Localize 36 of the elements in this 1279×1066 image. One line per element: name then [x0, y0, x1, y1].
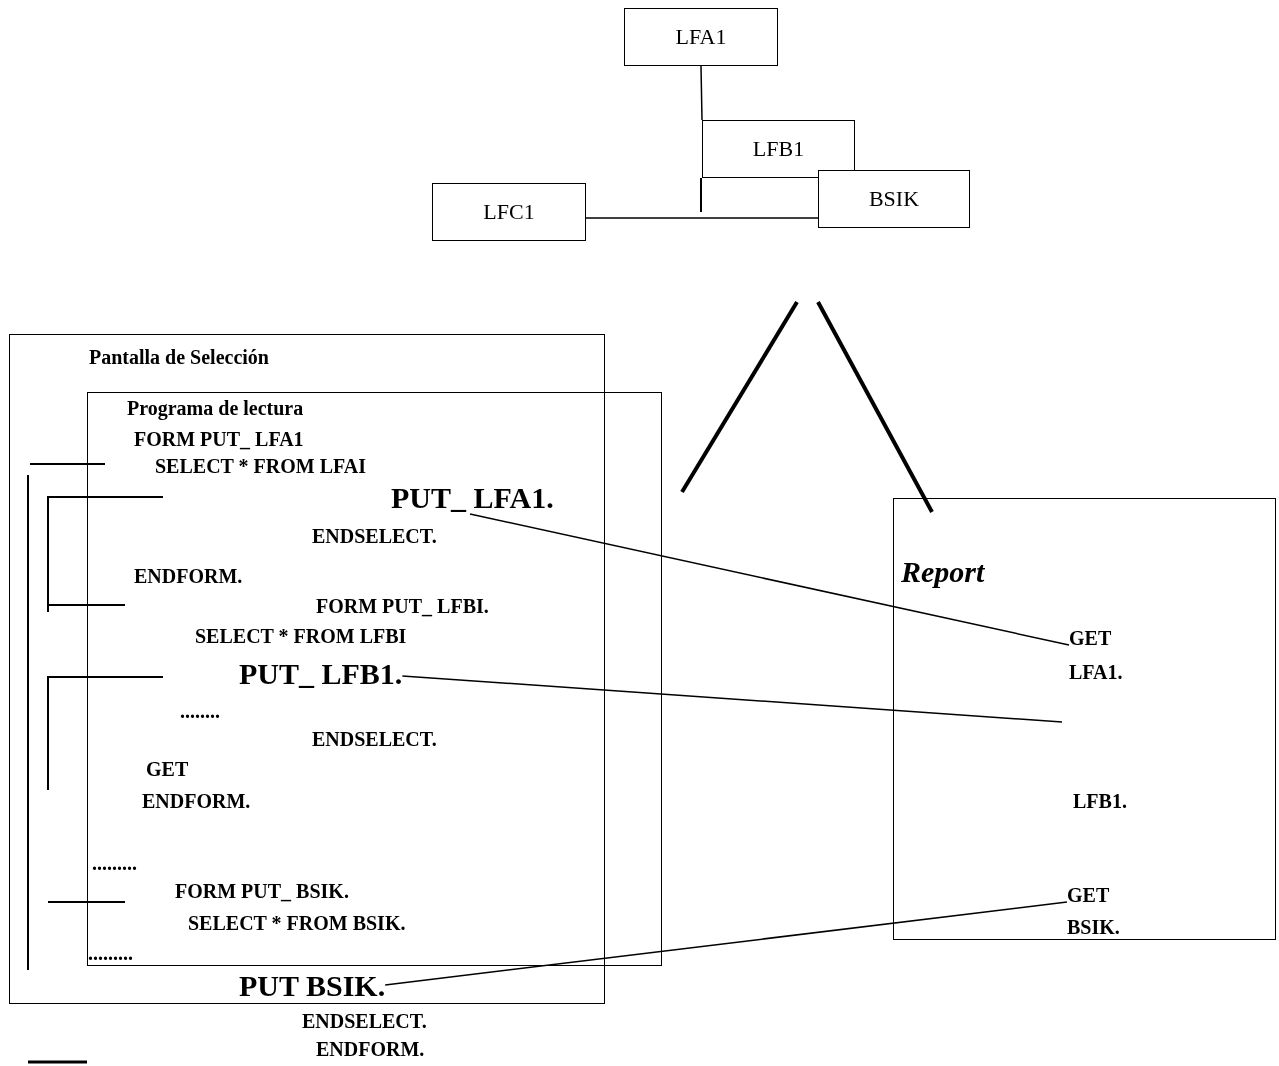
code-line: GET LFA1.: [1069, 621, 1149, 689]
code-line: SELECT * FROM BSIK.: [188, 912, 406, 934]
code-line: GET: [146, 758, 189, 780]
leader-line: [401, 675, 1063, 723]
leader-line: [469, 513, 1070, 646]
panel-title: Pantalla de Selección: [89, 346, 269, 368]
code-line: ENDSELECT.: [312, 525, 437, 547]
code-line: LFB1.: [1073, 790, 1127, 812]
program-panel: [87, 392, 662, 966]
code-line: PUT BSIK.: [239, 969, 386, 1002]
code-line: FORM PUT_ BSIK.: [175, 880, 349, 902]
table-box: LFA1: [624, 8, 778, 66]
code-line: SELECT * FROM LFAI: [155, 455, 366, 477]
code-line: PUT_ LFB1.: [239, 657, 403, 690]
leader-line: [384, 901, 1068, 986]
screen-panel: [9, 334, 605, 1004]
code-line: ENDFORM.: [316, 1038, 425, 1060]
code-line: PUT_ LFA1.: [391, 481, 554, 514]
code-line: SELECT * FROM LFBI: [195, 625, 407, 647]
code-line: GET BSIK.: [1067, 879, 1147, 943]
table-box: LFC1: [432, 183, 586, 241]
code-line: ENDSELECT.: [312, 728, 437, 750]
connector-line: [585, 217, 819, 219]
code-line: ENDFORM.: [142, 790, 251, 812]
code-line: ENDSELECT.: [302, 1010, 427, 1032]
panel-title: Programa de lectura: [127, 397, 304, 419]
ellipsis-text: .........: [88, 942, 133, 964]
panel-title: Report: [901, 555, 985, 588]
connector-line: [700, 65, 703, 121]
ellipsis-text: ........: [180, 700, 220, 722]
ellipsis-text: .........: [92, 852, 137, 874]
report-panel: [893, 498, 1276, 940]
table-box: BSIK: [818, 170, 970, 228]
code-line: FORM PUT_ LFA1: [134, 428, 304, 450]
code-line: FORM PUT_ LFBI.: [316, 595, 489, 617]
code-line: ENDFORM.: [134, 565, 243, 587]
